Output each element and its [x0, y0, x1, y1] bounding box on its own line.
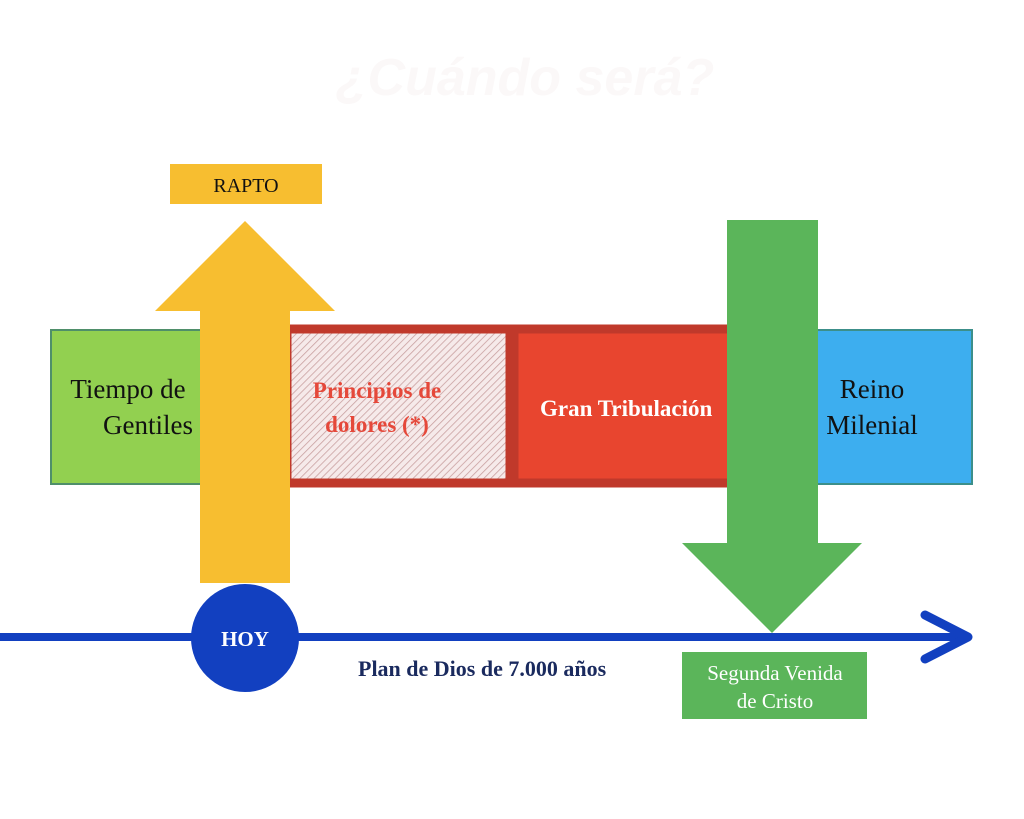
- period-reino-milenial: Reino Milenial: [799, 329, 973, 485]
- period-label: Milenial: [826, 410, 917, 440]
- period-label: Reino: [840, 374, 905, 404]
- rapture-label: RAPTO: [213, 175, 278, 197]
- today-label: HOY: [221, 627, 269, 651]
- period-gran-tribulacion: Gran Tribulación: [509, 324, 741, 488]
- period-label: Gran Tribulación: [540, 396, 713, 421]
- rapture-label-box: RAPTO: [170, 164, 322, 204]
- timeline-arrow: [0, 610, 973, 664]
- period-tiempo-de-gentiles: Tiempo de Gentiles: [50, 329, 212, 485]
- timeline-label: Plan de Dios de 7.000 años: [358, 656, 607, 681]
- period-label: dolores (*): [325, 412, 429, 437]
- second-coming-label: de Cristo: [737, 689, 813, 713]
- period-label: Tiempo de: [70, 374, 185, 404]
- second-coming-down-arrow: [682, 220, 862, 633]
- diagram-title: ¿Cuándo será?: [336, 49, 715, 107]
- second-coming-label: Segunda Venida: [707, 661, 843, 685]
- today-marker: HOY: [191, 584, 299, 692]
- period-principios-de-dolores: Principios de dolores (*): [282, 324, 515, 488]
- period-label: Principios de: [313, 378, 441, 403]
- second-coming-label-box: Segunda Venida de Cristo: [682, 652, 867, 719]
- period-label: Gentiles: [103, 410, 193, 440]
- rapture-up-arrow: [155, 221, 335, 583]
